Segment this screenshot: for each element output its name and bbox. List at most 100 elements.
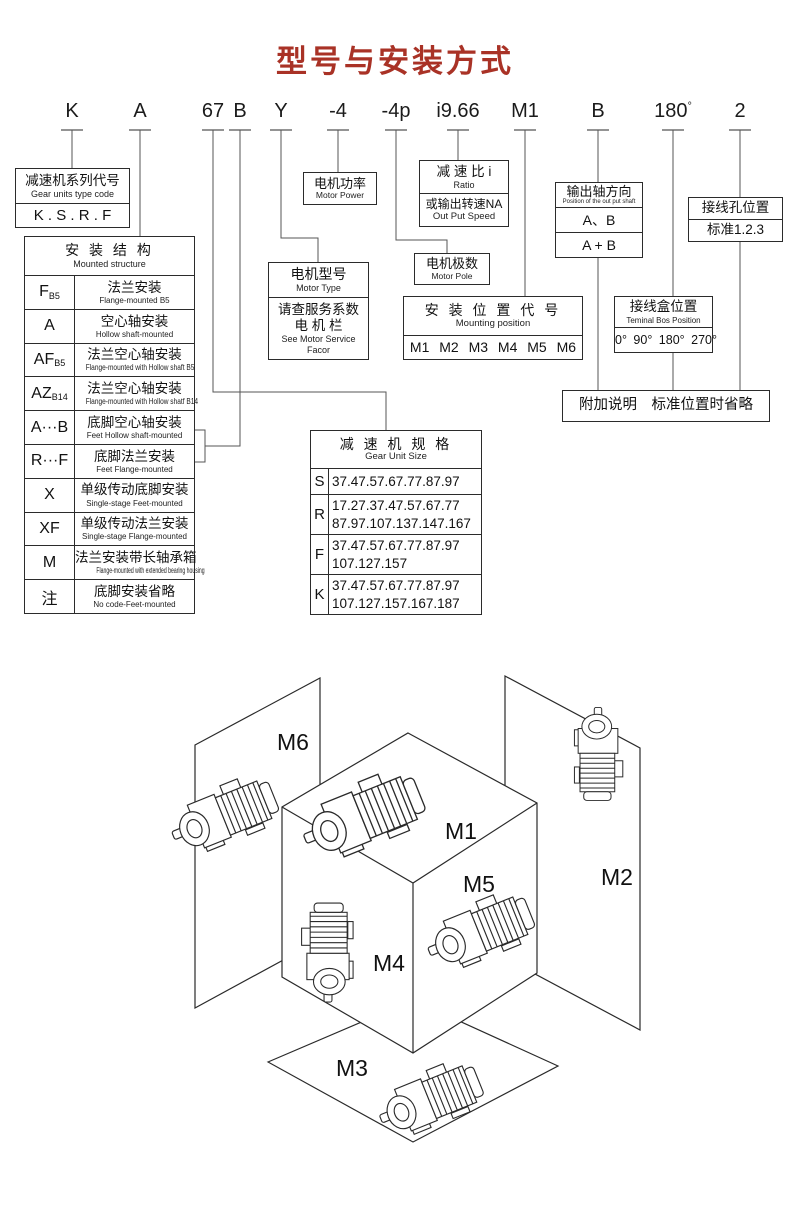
row-code: M — [25, 546, 75, 580]
output-shaft-en: Position of the out put shaft — [562, 199, 636, 206]
row-code: A — [25, 309, 75, 343]
code-char-position: M1 — [511, 100, 539, 122]
ratio-cn: 减 速 比 i — [436, 163, 492, 179]
motor-type-box: 电机型号 Motor Type 请查服务系数 电 机 栏 See Motor S… — [268, 262, 369, 360]
motor-power-box: 电机功率 Motor Power — [303, 172, 377, 205]
additional-note-box: 附加说明 标准位置时省略 — [562, 390, 770, 422]
mounted-structure-header: 安 装 结 构 Mounted structure — [25, 237, 194, 276]
mounting-position-en: Mounting position — [455, 317, 531, 329]
row-code: A···B — [25, 411, 75, 444]
code-char-shaft: B — [591, 100, 605, 122]
gear-unit-size-table: 减 速 机 规 格 Gear Unit Size S 37.47.57.67.7… — [310, 430, 482, 615]
gear-size-header-en: Gear Unit Size — [365, 451, 427, 463]
row-code: R···F — [25, 444, 75, 478]
connector-lines — [71, 130, 741, 463]
code-char-motor: Y — [274, 100, 288, 122]
code-char-feet: B — [233, 100, 247, 122]
series-code-value: K . S . R . F — [33, 206, 112, 224]
table-row: S 37.47.57.67.77.87.97 — [311, 469, 481, 495]
motor-power-cn: 电机功率 — [313, 175, 366, 191]
row-code: S — [311, 469, 329, 494]
output-shaft-box: 输出轴方向 Position of the out put shaft A、B … — [555, 182, 643, 258]
series-code-cn: 减速机系列代号 — [25, 172, 120, 188]
row-code: R — [311, 495, 329, 534]
mounting-position-values: M1 M2 M3 M4 M5 M6 — [409, 339, 577, 356]
motor-type-en: Motor Type — [296, 283, 341, 294]
row-code: X — [25, 478, 75, 512]
additional-note-text: 附加说明 标准位置时省略 — [579, 397, 753, 414]
code-char-power: -4 — [329, 100, 347, 122]
code-char-pole: -4p — [381, 100, 411, 122]
label-m4: M4 — [373, 950, 405, 976]
label-m3: M3 — [336, 1055, 368, 1081]
output-shaft-option-1: A、B — [582, 211, 616, 228]
terminal-box-en: Teminal Bos Position — [626, 315, 701, 325]
row-code: K — [311, 575, 329, 614]
terminal-hole-box: 接线孔位置 标准1.2.3 — [688, 197, 783, 242]
label-m6: M6 — [277, 729, 309, 755]
mounting-position-cn: 安 装 位 置 代 号 — [424, 302, 562, 319]
output-shaft-option-2: A + B — [582, 236, 616, 253]
page-title: 型号与安装方式 — [276, 44, 514, 79]
terminal-box-position-box: 接线盒位置 Teminal Bos Position 0° 90° 180° 2… — [614, 296, 717, 353]
gear-size-header: 减 速 机 规 格 Gear Unit Size — [311, 431, 481, 469]
output-speed-en: Out Put Speed — [432, 210, 496, 222]
row-code: F — [311, 535, 329, 574]
terminal-box-values: 0° 90° 180° 270° — [615, 332, 717, 347]
motor-type-note-en1: See Motor Service — [281, 334, 356, 345]
code-char-ratio: i9.66 — [436, 100, 480, 122]
ratio-box: 减 速 比 i Ratio 或输出转速NA Out Put Speed — [419, 160, 509, 227]
motor-pole-box: 电机极数 Motor Pole — [414, 253, 490, 285]
motor-type-note1: 请查服务系数 — [278, 301, 359, 317]
code-char-terminal-hole: 2 — [734, 100, 746, 122]
motor-type-cn: 电机型号 — [290, 266, 347, 283]
terminal-box-cn: 接线盒位置 — [629, 299, 698, 315]
motor-type-note2: 电 机 栏 — [294, 318, 343, 334]
output-speed-cn: 或输出转速NA — [425, 197, 503, 212]
code-char-size: 67 — [201, 100, 225, 122]
mounting-position-box: 安 装 位 置 代 号 Mounting position M1 M2 M3 M… — [403, 296, 583, 360]
code-char-terminal-box: 180° — [654, 100, 692, 122]
motor-power-en: Motor Power — [315, 190, 365, 201]
label-m2: M2 — [601, 864, 633, 890]
motor-type-note-en2: Facor — [306, 344, 330, 355]
label-m5: M5 — [463, 871, 495, 897]
ratio-en: Ratio — [453, 179, 475, 190]
series-code-en: Gear units type code — [30, 188, 115, 199]
mounting-diagram — [161, 675, 641, 1145]
output-shaft-cn: 输出轴方向 — [566, 183, 632, 199]
row-sizes: 37.47.57.67.77.87.97 — [332, 473, 460, 489]
terminal-hole-cn: 接线孔位置 — [701, 200, 770, 216]
code-char-series: K — [65, 100, 79, 122]
row-code: XF — [25, 512, 75, 546]
